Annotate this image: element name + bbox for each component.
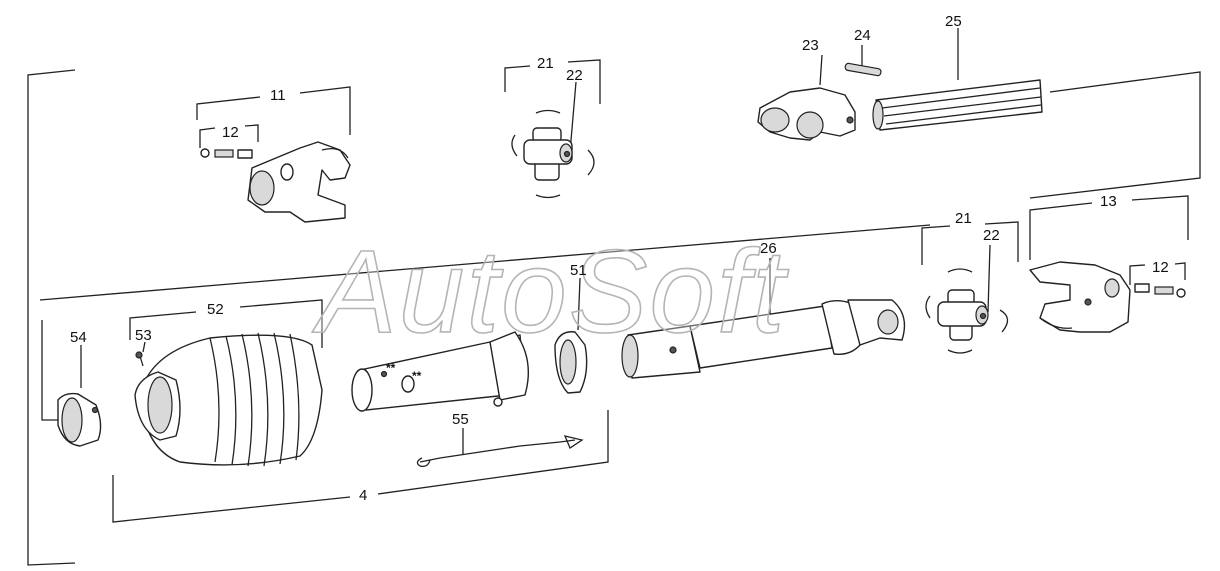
bracket-52-left (129, 311, 197, 340)
part-52-bellows-guard (134, 332, 323, 467)
bracket-13-right (1131, 195, 1189, 240)
double-star-mark-a: ** (386, 361, 396, 375)
bracket-diagonal (39, 224, 931, 301)
part-24-pin (844, 62, 882, 77)
bracket-54 (41, 320, 62, 421)
double-star-mark-b: ** (412, 369, 422, 383)
label-55: 55 (452, 411, 469, 428)
part-55-chain (416, 435, 584, 468)
label-13: 13 (1100, 193, 1117, 210)
bracket-13-left (1029, 202, 1093, 260)
bracket-21a-left (504, 65, 531, 92)
bracket-4-left (112, 475, 351, 523)
bracket-21a-right (567, 59, 601, 104)
label-26: 26 (760, 240, 777, 257)
label-52: 52 (207, 301, 224, 318)
part-12-set-screw-right (1134, 283, 1186, 298)
part-21-cross-left (511, 109, 595, 199)
label-11: 11 (270, 87, 286, 104)
bracket-main-left (27, 69, 76, 566)
part-54-ring (57, 392, 102, 447)
part-25-splined-shaft (872, 79, 1043, 131)
bracket-12a-right (244, 124, 259, 142)
bracket-21b-right (984, 221, 1019, 262)
part-11-yoke (247, 141, 351, 223)
label-24: 24 (854, 27, 871, 44)
leader-22b (987, 244, 991, 313)
leader-53 (142, 341, 146, 353)
part-53-screw (135, 351, 144, 367)
leader-23 (819, 54, 823, 86)
part-21-cross-right (925, 268, 1009, 354)
bracket-25-frame (1029, 71, 1201, 199)
label-21-left: 21 (537, 55, 554, 72)
label-22-right: 22 (983, 227, 1000, 244)
bracket-12a-left (199, 127, 216, 148)
watermark: AutoSoft (312, 226, 789, 358)
bracket-4-right (377, 410, 609, 495)
part-13-yoke (1029, 261, 1131, 333)
bracket-21b-left (921, 225, 951, 265)
bracket-11-left (196, 96, 261, 120)
part-51-bearing-ring (554, 331, 588, 394)
part-23-yoke (757, 87, 856, 141)
bracket-lines (27, 28, 1201, 566)
label-23: 23 (802, 37, 819, 54)
label-53: 53 (135, 327, 152, 344)
bracket-12b-right (1174, 262, 1186, 280)
label-21-right: 21 (955, 210, 972, 227)
leader-51 (577, 277, 581, 331)
label-54: 54 (70, 329, 87, 346)
bracket-52-right (239, 299, 323, 348)
label-22-left: 22 (566, 67, 583, 84)
label-12-right: 12 (1152, 259, 1169, 276)
bracket-12b-left (1129, 264, 1146, 285)
label-12-left: 12 (222, 124, 239, 141)
label-25: 25 (945, 13, 962, 30)
part-guard-tube (351, 331, 530, 412)
part-12-set-screw-left (200, 148, 253, 159)
label-51: 51 (570, 262, 587, 279)
callout-labels: 11 12 21 22 23 24 25 13 21 22 12 26 51 5… (70, 13, 1169, 504)
leader-22a (569, 81, 577, 153)
bracket-11-right (299, 86, 351, 135)
part-26-inner-tube-yoke (621, 299, 906, 379)
label-4: 4 (359, 487, 367, 504)
